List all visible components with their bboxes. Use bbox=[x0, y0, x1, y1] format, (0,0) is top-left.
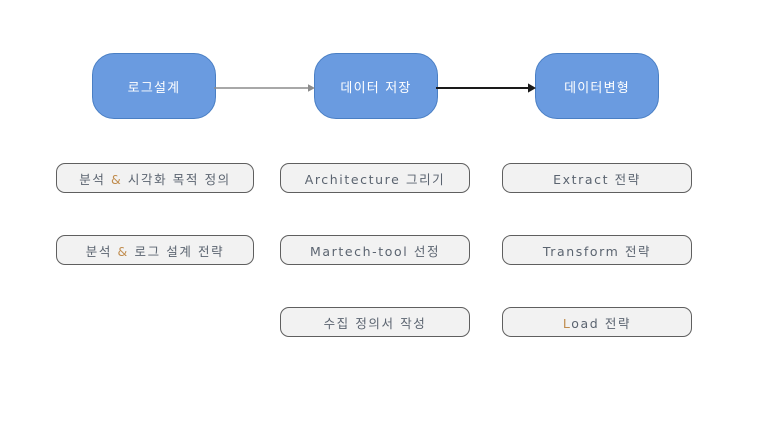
task-label: 분석 & 시각화 목적 정의 bbox=[79, 169, 231, 188]
task-label-pre: 분석 bbox=[85, 243, 118, 259]
process-box-data-transform[interactable]: 데이터변형 bbox=[535, 53, 659, 119]
connector-arrow-1 bbox=[214, 84, 315, 92]
task-label-accent: & bbox=[117, 243, 129, 259]
task-label-pre: Transform 전략 bbox=[542, 243, 652, 259]
task-box-martech-tool-selection[interactable]: Martech-tool 선정 bbox=[280, 235, 470, 265]
task-box-transform-strategy[interactable]: Transform 전략 bbox=[502, 235, 692, 265]
task-label-accent: L bbox=[562, 315, 572, 331]
process-box-label: 데이터 저장 bbox=[340, 80, 412, 96]
task-label-post: 로그 설계 전략 bbox=[128, 243, 225, 259]
task-label: Transform 전략 bbox=[543, 241, 651, 260]
task-label-post: 시각화 목적 정의 bbox=[122, 171, 231, 187]
task-box-load-strategy[interactable]: Load 전략 bbox=[502, 307, 692, 337]
process-box-log-design[interactable]: 로그설계 bbox=[92, 53, 216, 119]
task-box-extract-strategy[interactable]: Extract 전략 bbox=[502, 163, 692, 193]
task-label-pre: Extract 전략 bbox=[553, 171, 641, 187]
task-label-post: oad 전략 bbox=[571, 315, 632, 331]
task-box-collection-spec-writing[interactable]: 수집 정의서 작성 bbox=[280, 307, 470, 337]
task-label: 수집 정의서 작성 bbox=[324, 313, 427, 332]
task-label: Martech-tool 선정 bbox=[310, 241, 440, 260]
process-box-label: 로그설계 bbox=[127, 80, 181, 96]
task-label: Extract 전략 bbox=[553, 169, 641, 188]
task-label-pre: 수집 정의서 작성 bbox=[323, 315, 427, 331]
task-box-analysis-visualization-purpose[interactable]: 분석 & 시각화 목적 정의 bbox=[56, 163, 254, 193]
task-label-pre: Architecture 그리기 bbox=[304, 171, 446, 187]
process-box-label: 데이터변형 bbox=[564, 80, 630, 96]
task-box-analysis-log-design-strategy[interactable]: 분석 & 로그 설계 전략 bbox=[56, 235, 254, 265]
task-label-accent: & bbox=[111, 171, 123, 187]
task-label-pre: 분석 bbox=[79, 171, 111, 187]
task-label-pre: Martech-tool 선정 bbox=[309, 243, 441, 259]
task-label: Load 전략 bbox=[563, 313, 631, 332]
task-box-architecture-drawing[interactable]: Architecture 그리기 bbox=[280, 163, 470, 193]
connector-arrow-2 bbox=[436, 83, 536, 93]
task-label: Architecture 그리기 bbox=[305, 169, 446, 188]
task-label: 분석 & 로그 설계 전략 bbox=[86, 241, 224, 260]
process-box-data-storage[interactable]: 데이터 저장 bbox=[314, 53, 438, 119]
